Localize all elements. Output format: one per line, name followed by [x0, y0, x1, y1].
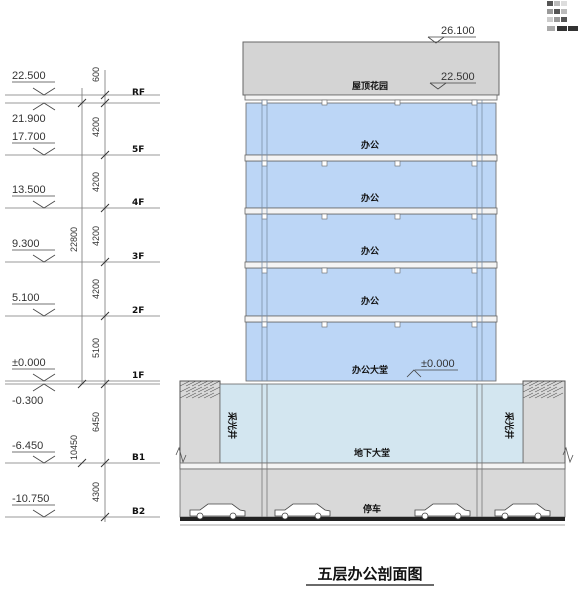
office-label: 办公 — [361, 139, 379, 151]
floor-label: 1F — [132, 371, 144, 381]
lightwell-label-left: 采光井 — [226, 411, 238, 439]
drawing-title: 五层办公剖面图 — [317, 565, 422, 583]
roof-elevation: 22.500 — [441, 71, 475, 83]
basement-b2 — [179, 468, 566, 518]
dimension-value: 5100 — [91, 338, 101, 358]
floor-label: B1 — [132, 453, 145, 463]
elevation-label: -0.300 — [12, 395, 43, 407]
office-floor-5f — [245, 102, 497, 156]
office-floor-3f — [245, 213, 497, 263]
logo-icon — [547, 1, 578, 31]
floor-label: 2F — [132, 306, 144, 316]
dimension-value: 4200 — [91, 279, 101, 299]
car-icons — [189, 503, 551, 520]
elevation-label: -10.750 — [12, 493, 49, 505]
soil-right — [522, 380, 566, 470]
ground-elevation: ±0.000 — [421, 358, 455, 370]
basement-hall-label: 地下大堂 — [354, 447, 390, 459]
roof-top-elevation: 26.100 — [441, 25, 475, 37]
floor-label: B2 — [132, 507, 145, 517]
lobby-floor-1f — [245, 321, 497, 382]
office-floor-2f — [245, 267, 497, 317]
floor-label: 5F — [132, 145, 144, 155]
basement-b1 — [219, 383, 524, 464]
elevation-label: 22.500 — [12, 70, 46, 82]
elevation-label: 13.500 — [12, 184, 46, 196]
roof-parapet — [242, 41, 500, 96]
elevation-label: 5.100 — [12, 292, 40, 304]
dimension-value: 600 — [91, 67, 101, 82]
floor-label: 4F — [132, 198, 144, 208]
elevation-label: ±0.000 — [12, 357, 46, 369]
elevation-scale: 22.500 21.900 17.700 13.500 9.300 5.100 … — [5, 67, 160, 522]
elevation-label: -6.450 — [12, 440, 43, 452]
office-label: 办公 — [361, 192, 379, 204]
office-label: 办公 — [361, 295, 379, 307]
office-label: 办公 — [361, 245, 379, 257]
total-dimension: 22800 — [69, 227, 79, 252]
total-dimension: 10450 — [69, 435, 79, 460]
lobby-label: 办公大堂 — [352, 364, 388, 376]
dimension-value: 4200 — [91, 226, 101, 246]
floor-label: RF — [132, 88, 145, 98]
parking-label: 停车 — [363, 503, 381, 515]
soil-left — [179, 380, 221, 470]
elevation-label: 17.700 — [12, 131, 46, 143]
floor-label: 3F — [132, 252, 144, 262]
building-section: 26.100 22.500 ±0.000 屋顶花园 办公 办公 办公 办公 办公… — [175, 25, 574, 526]
roof-garden-label: 屋顶花园 — [352, 80, 388, 92]
dimension-value: 6450 — [91, 412, 101, 432]
dimension-value: 4200 — [91, 172, 101, 192]
elevation-label: 9.300 — [12, 238, 40, 250]
lightwell-label-right: 采光井 — [503, 411, 515, 439]
elevation-label: 21.900 — [12, 113, 46, 125]
dimension-value: 4200 — [91, 117, 101, 137]
dimension-value: 4300 — [91, 482, 101, 502]
